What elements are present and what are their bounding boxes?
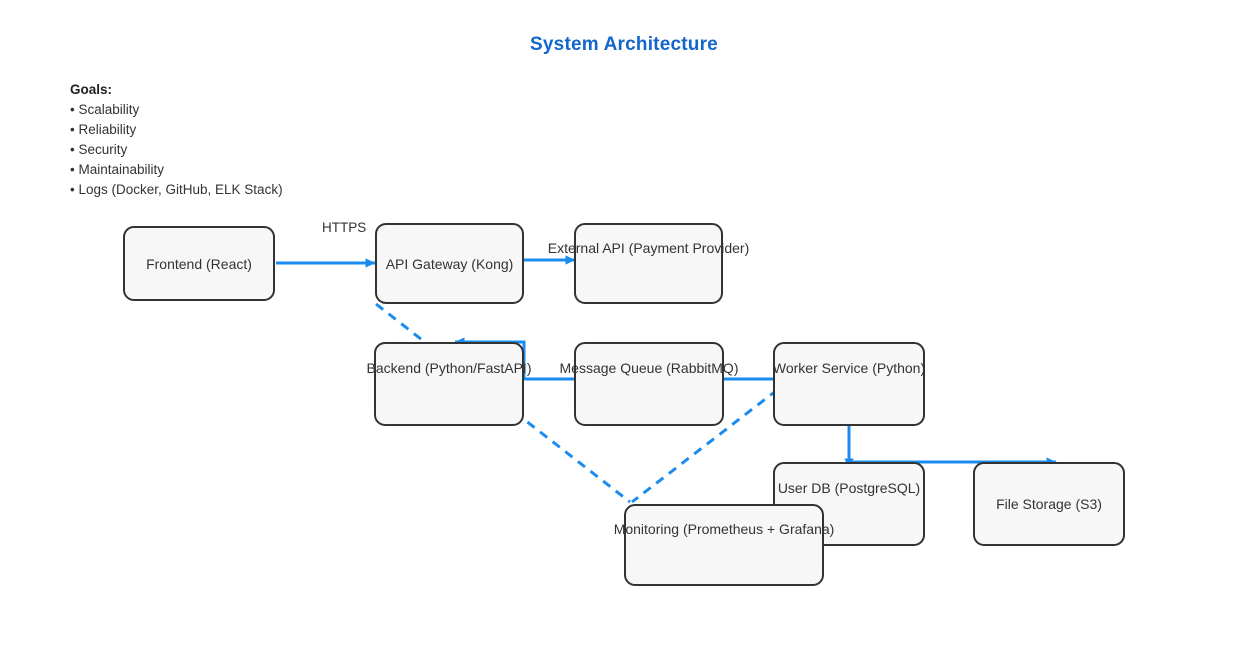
node-monitoring-label: Monitoring (Prometheus + Grafana) — [613, 521, 835, 538]
goals-legend: Goals: • Scalability • Reliability • Sec… — [70, 80, 490, 200]
node-api-gateway-label: API Gateway (Kong) — [385, 255, 514, 272]
goals-item-security: • Security — [70, 142, 128, 157]
node-file-storage-label: File Storage (S3) — [996, 496, 1102, 512]
goals-item-maintainability: • Maintainability — [70, 162, 165, 177]
node-external-api-label: External API (Payment Provider) — [547, 240, 750, 257]
node-api-gateway[interactable]: API Gateway (Kong) — [375, 223, 524, 304]
goals-heading: Goals: — [70, 82, 113, 97]
node-worker-service[interactable]: Worker Service (Python) — [773, 342, 925, 426]
node-external-api[interactable]: External API (Payment Provider) — [548, 223, 749, 304]
node-backend-label: Backend (Python/FastAPI) — [366, 360, 532, 376]
edge-label-https: HTTPS — [322, 220, 367, 235]
node-message-queue[interactable]: Message Queue (RabbitMQ) — [560, 342, 738, 426]
page-title: System Architecture — [530, 34, 718, 55]
node-frontend-label: Frontend (React) — [146, 255, 252, 272]
node-monitoring[interactable]: Monitoring (Prometheus + Grafana) — [614, 504, 834, 586]
node-frontend[interactable]: Frontend (React) — [123, 226, 275, 301]
node-worker-service-label: Worker Service (Python) — [772, 360, 926, 376]
node-user-db-label: User DB (PostgreSQL) — [777, 480, 921, 496]
goals-item-scalability: • Scalability — [70, 102, 140, 117]
node-message-queue-label: Message Queue (RabbitMQ) — [559, 360, 739, 376]
node-file-storage[interactable]: File Storage (S3) — [973, 462, 1125, 546]
goals-item-reliability: • Reliability — [70, 122, 137, 137]
node-backend[interactable]: Backend (Python/FastAPI) — [367, 342, 531, 426]
goals-item-logs: • Logs (Docker, GitHub, ELK Stack) — [70, 182, 283, 197]
